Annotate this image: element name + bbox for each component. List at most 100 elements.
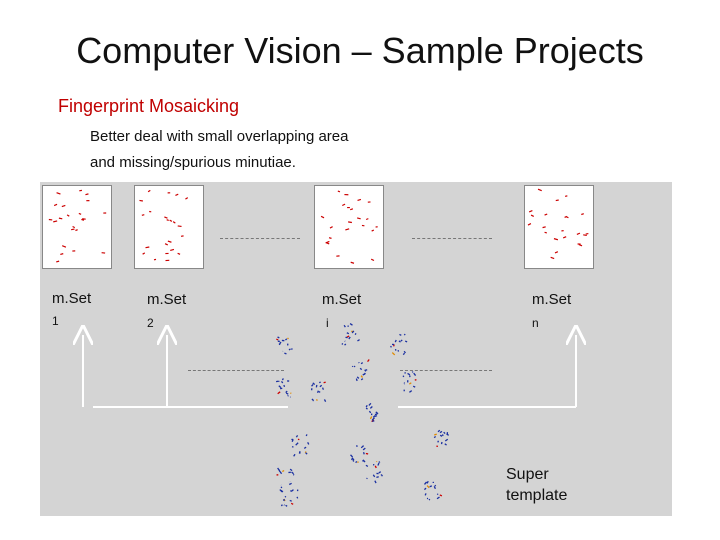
minutia-mark — [66, 214, 70, 217]
cluster-mark — [352, 459, 355, 462]
cluster-mark — [360, 378, 364, 381]
super-template-line: Super — [506, 466, 549, 483]
cluster-mark — [284, 352, 287, 355]
cluster-mark — [284, 495, 287, 498]
cluster-mark — [407, 372, 411, 376]
cluster-mark — [355, 378, 358, 382]
cluster-mark — [359, 367, 363, 371]
cluster-mark — [446, 433, 450, 436]
cluster-mark — [355, 460, 358, 464]
minutia-mark — [147, 189, 151, 193]
cluster-mark — [316, 390, 320, 393]
cluster-mark — [444, 443, 447, 446]
cluster-mark — [280, 380, 284, 384]
cluster-mark — [437, 429, 441, 433]
minutia-mark — [164, 243, 169, 246]
cluster-mark — [377, 462, 380, 466]
cluster-mark — [371, 417, 376, 421]
cluster-mark — [280, 504, 283, 507]
cluster-mark — [360, 375, 364, 378]
minutia-mark — [166, 219, 169, 222]
cluster-mark — [291, 439, 294, 443]
cluster-mark — [304, 451, 307, 454]
description: Better deal with small overlapping area … — [90, 124, 348, 176]
cluster-mark — [439, 494, 443, 497]
minutia-mark — [350, 261, 355, 264]
minutia-mark — [169, 219, 173, 222]
cluster-mark — [360, 445, 365, 449]
minutia-mark — [337, 190, 341, 193]
cluster-mark — [408, 382, 412, 385]
cluster-mark — [323, 381, 326, 384]
cluster-mark — [378, 471, 382, 474]
cluster-mark — [356, 376, 360, 379]
minutia-mark — [75, 229, 78, 232]
cluster-mark — [277, 336, 280, 339]
cluster-mark — [374, 413, 378, 416]
minutia-mark — [357, 198, 362, 201]
minutiae-card-n — [524, 185, 594, 269]
cluster-mark — [390, 345, 392, 348]
minutia-mark — [565, 195, 568, 197]
cluster-mark — [439, 434, 443, 437]
cluster-mark — [437, 440, 440, 443]
ellipsis-dashes — [400, 370, 492, 371]
cluster-mark — [433, 436, 437, 439]
cluster-mark — [349, 323, 353, 326]
minutia-mark — [578, 244, 583, 247]
cluster-mark — [290, 489, 294, 493]
minutia-mark — [555, 199, 559, 202]
cluster-mark — [428, 498, 431, 501]
minutiae-clusters — [275, 323, 450, 507]
slide-title: Computer Vision – Sample Projects — [76, 30, 644, 71]
minutia-mark — [177, 225, 182, 228]
cluster-mark — [311, 384, 314, 387]
cluster-mark — [323, 399, 327, 402]
arrows — [83, 335, 576, 408]
minutia-mark — [565, 215, 569, 219]
cluster-mark — [374, 465, 377, 469]
cluster-mark — [362, 452, 365, 455]
minutia-mark — [527, 223, 532, 226]
mset-index-2: 2 — [147, 316, 154, 330]
minutia-mark — [81, 218, 85, 221]
cluster-mark — [423, 487, 427, 491]
cluster-mark — [279, 341, 282, 345]
minutia-mark — [576, 232, 581, 236]
cluster-mark — [374, 415, 378, 418]
cluster-mark — [402, 352, 406, 356]
mset-label-1: m.Set — [52, 290, 92, 307]
cluster-mark — [303, 446, 307, 449]
cluster-mark — [381, 474, 383, 477]
cluster-mark — [285, 392, 289, 395]
cluster-mark — [398, 340, 401, 343]
cluster-mark — [365, 404, 368, 408]
super-template-label: Super template — [506, 464, 567, 506]
minutia-mark — [370, 258, 375, 262]
minutia-mark — [329, 226, 333, 229]
cluster-mark — [436, 496, 440, 500]
cluster-mark — [281, 378, 284, 381]
mset-label-i: m.Set — [322, 291, 362, 308]
ellipsis-dashes — [412, 238, 492, 239]
minutiae-points — [48, 188, 589, 264]
cluster-mark — [424, 493, 427, 496]
cluster-mark — [288, 348, 291, 351]
cluster-mark — [424, 481, 428, 485]
cluster-mark — [348, 336, 351, 340]
cluster-mark — [391, 352, 396, 356]
cluster-mark — [319, 384, 323, 388]
cluster-mark — [367, 359, 370, 363]
minutia-mark — [562, 236, 567, 239]
cluster-mark — [441, 434, 444, 437]
minutia-mark — [61, 204, 66, 208]
minutia-mark — [177, 252, 181, 255]
cluster-mark — [307, 442, 310, 445]
cluster-mark — [426, 485, 430, 489]
cluster-mark — [403, 350, 406, 354]
minutia-mark — [139, 199, 143, 202]
cluster-mark — [434, 484, 437, 487]
mset-label-2: m.Set — [147, 291, 187, 308]
minutia-mark — [320, 215, 325, 219]
cluster-mark — [289, 499, 292, 502]
